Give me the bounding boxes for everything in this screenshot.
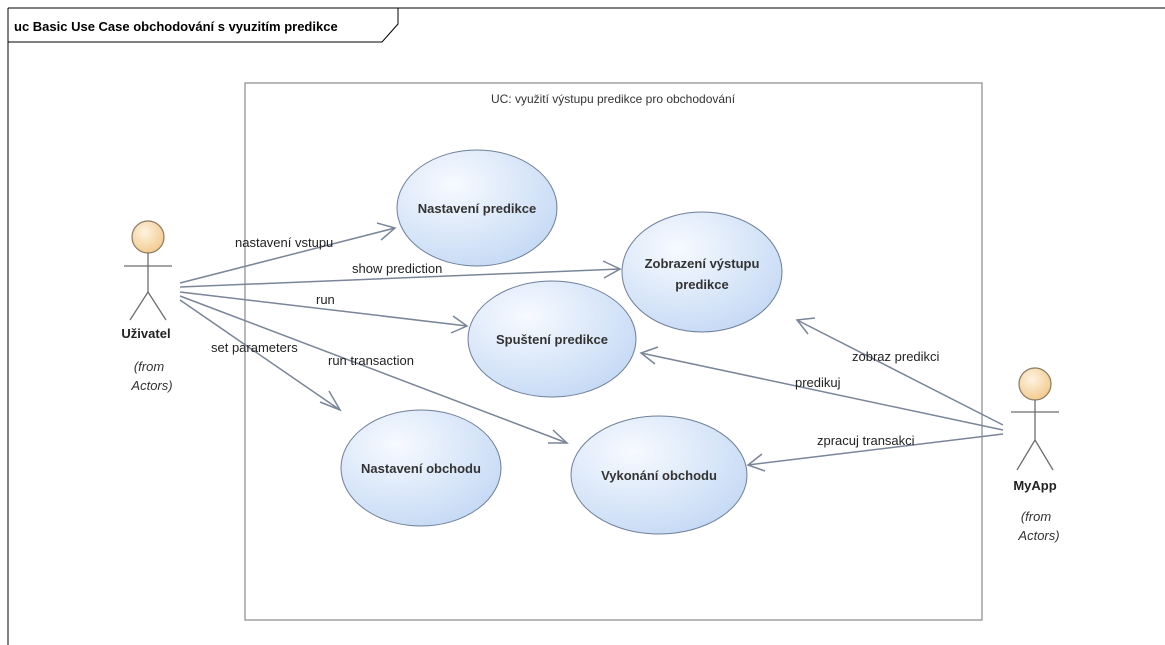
association-nastaveni-vstupu: nastavení vstupu bbox=[179, 222, 397, 284]
system-boundary: UC: využití výstupu predikce pro obchodo… bbox=[244, 82, 983, 621]
usecase-label: Nastavení obchodu bbox=[361, 461, 481, 476]
association-label: zpracuj transakci bbox=[817, 433, 915, 448]
usecase-label: Spuštení predikce bbox=[496, 332, 608, 347]
arrowhead bbox=[450, 315, 469, 334]
arrowhead bbox=[319, 390, 342, 412]
association-label: nastavení vstupu bbox=[235, 235, 333, 250]
actor-uzivatel[interactable]: Uživatel (from Actors) bbox=[121, 220, 173, 393]
actor-left-leg bbox=[129, 291, 149, 321]
actor-head bbox=[1018, 367, 1052, 401]
association-line bbox=[796, 319, 1004, 426]
usecase-nastaveni-obchodu[interactable]: Nastavení obchodu bbox=[340, 409, 502, 527]
usecase-nastaveni-predikce[interactable]: Nastavení predikce bbox=[396, 149, 558, 267]
association-line bbox=[747, 433, 1004, 466]
association-set-parameters: set parameters bbox=[179, 299, 342, 412]
association-run: run bbox=[179, 291, 469, 334]
actor-right-leg bbox=[1034, 439, 1054, 471]
frame-title-tab bbox=[8, 8, 399, 43]
actor-from-line-2: Actors) bbox=[130, 378, 172, 393]
usecase-label: Vykonání obchodu bbox=[601, 468, 717, 483]
actor-name: Uživatel bbox=[121, 326, 170, 341]
association-label: run bbox=[316, 292, 335, 307]
stick-figure-icon bbox=[124, 220, 172, 321]
usecase-spusteni-predikce[interactable]: Spuštení predikce bbox=[467, 280, 637, 398]
actor-from-line-1: (from bbox=[134, 359, 165, 374]
arrowhead bbox=[795, 317, 816, 335]
association-predikuj: predikuj bbox=[639, 346, 1004, 431]
actor-myapp[interactable]: MyApp (from Actors) bbox=[1011, 367, 1060, 543]
association-label: predikuj bbox=[795, 375, 841, 390]
usecase-vykonani-obchodu[interactable]: Vykonání obchodu bbox=[570, 415, 748, 535]
usecase-ellipse bbox=[340, 409, 502, 527]
association-zobraz-predikci: zobraz predikci bbox=[795, 317, 1004, 426]
arrowhead bbox=[639, 346, 659, 365]
association-zpracuj-transakci: zpracuj transakci bbox=[746, 433, 1004, 472]
usecase-label-line-1: Zobrazení výstupu bbox=[645, 256, 760, 271]
actor-right-leg bbox=[147, 291, 167, 321]
frame-title: uc Basic Use Case obchodování s vyuzitím… bbox=[14, 19, 338, 34]
boundary-rect bbox=[244, 82, 983, 621]
actor-from-line-2: Actors) bbox=[1017, 528, 1059, 543]
arrowhead bbox=[376, 222, 397, 241]
stick-figure-icon bbox=[1011, 367, 1059, 471]
association-line bbox=[179, 295, 568, 444]
association-line bbox=[179, 291, 468, 327]
arrowhead bbox=[746, 453, 766, 472]
actor-left-leg bbox=[1016, 439, 1036, 471]
association-line bbox=[179, 227, 396, 284]
association-show-prediction: show prediction bbox=[179, 260, 622, 288]
boundary-title: UC: využití výstupu predikce pro obchodo… bbox=[491, 92, 736, 106]
actor-name: MyApp bbox=[1013, 478, 1056, 493]
arrowhead bbox=[548, 429, 569, 444]
usecase-ellipse bbox=[570, 415, 748, 535]
usecase-label-line-2: predikce bbox=[675, 277, 728, 292]
usecase-ellipse bbox=[467, 280, 637, 398]
actor-from-line-1: (from bbox=[1021, 509, 1052, 524]
diagram-frame: uc Basic Use Case obchodování s vyuzitím… bbox=[7, 7, 1165, 645]
arrowhead bbox=[602, 260, 622, 279]
usecase-ellipse bbox=[621, 211, 783, 333]
association-label: zobraz predikci bbox=[852, 349, 940, 364]
usecase-zobrazeni-vystupu-predikce[interactable]: Zobrazení výstupu predikce bbox=[621, 211, 783, 333]
association-label: show prediction bbox=[352, 261, 442, 276]
association-label: run transaction bbox=[328, 353, 414, 368]
association-line bbox=[179, 268, 621, 288]
usecase-label: Nastavení predikce bbox=[418, 201, 537, 216]
actor-head bbox=[131, 220, 165, 254]
usecase-ellipse bbox=[396, 149, 558, 267]
association-label: set parameters bbox=[211, 340, 298, 355]
association-run-transaction: run transaction bbox=[179, 295, 569, 444]
association-line bbox=[179, 299, 341, 411]
association-line bbox=[640, 352, 1004, 431]
